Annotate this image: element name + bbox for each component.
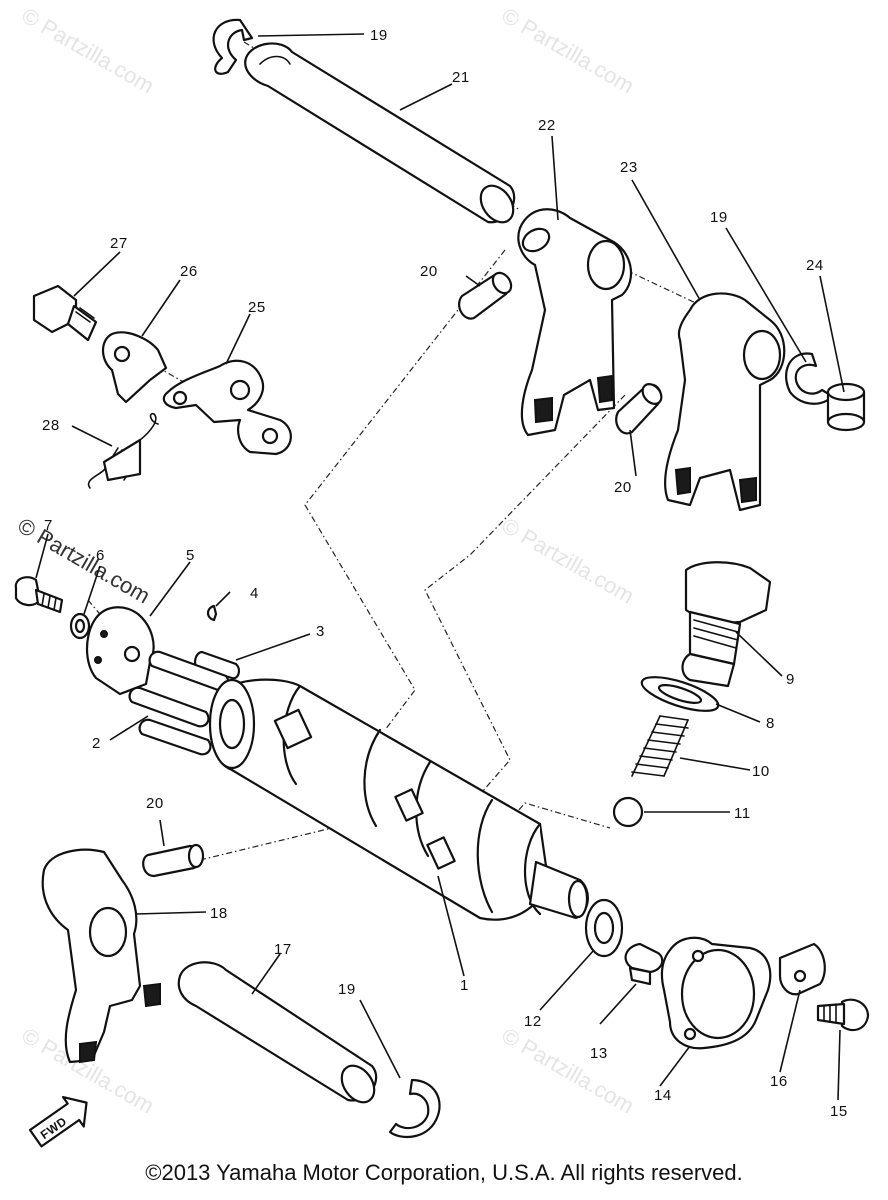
callout-7: 7 — [44, 517, 53, 534]
part-1-shift-drum — [208, 678, 589, 921]
callout-17: 17 — [274, 941, 292, 958]
part-22-shift-fork — [517, 208, 632, 437]
part-7-bolt — [14, 576, 64, 614]
callout-22: 22 — [538, 117, 556, 134]
callout-16: 16 — [770, 1073, 788, 1090]
part-27-bolt — [32, 284, 98, 342]
part-4-circlip — [206, 604, 218, 622]
part-18-shift-fork — [41, 848, 161, 1064]
part-19-circlip-top — [212, 18, 254, 75]
part-8-gasket — [640, 676, 720, 712]
part-21-shift-fork-shaft — [244, 42, 516, 224]
callout-25: 25 — [248, 299, 266, 316]
callout-5: 5 — [186, 547, 195, 564]
part-28-spring — [87, 412, 159, 489]
part-20-dowel-pin-middle — [615, 383, 663, 435]
callout-9: 9 — [786, 671, 795, 688]
part-13-shift-pin — [624, 942, 664, 986]
callout-13: 13 — [590, 1045, 608, 1062]
callout-23: 23 — [620, 159, 638, 176]
callout-20: 20 — [614, 479, 632, 496]
part-20-dowel-pin-lower — [142, 843, 205, 878]
part-2-pins — [128, 650, 230, 756]
callout-26: 26 — [180, 263, 198, 280]
callout-12: 12 — [524, 1013, 542, 1030]
callout-24: 24 — [806, 257, 824, 274]
callout-4: 4 — [250, 585, 259, 602]
callout-19: 19 — [370, 27, 388, 44]
part-20-dowel-pin-upper — [458, 271, 513, 320]
callout-27: 27 — [110, 235, 128, 252]
part-12-washer — [584, 898, 624, 958]
part-5-segment — [86, 606, 155, 696]
part-6-washer — [69, 612, 91, 640]
callout-2: 2 — [92, 735, 101, 752]
callout-19: 19 — [710, 209, 728, 226]
callout-15: 15 — [830, 1103, 848, 1120]
callout-21: 21 — [452, 69, 470, 86]
callout-8: 8 — [766, 715, 775, 732]
callout-labels: 19 21 22 23 19 24 27 26 25 20 28 20 7 6 … — [42, 27, 848, 1120]
leader-lines — [35, 33, 845, 1101]
callout-14: 14 — [654, 1087, 672, 1104]
part-24-plug — [826, 382, 866, 432]
part-23-shift-fork — [664, 292, 786, 512]
copyright-notice: ©2013 Yamaha Motor Corporation, U.S.A. A… — [145, 1160, 743, 1185]
callout-19: 19 — [338, 981, 356, 998]
part-3-pin — [193, 650, 241, 680]
watermark: © Partzilla.com — [498, 513, 639, 609]
watermark: © Partzilla.com — [18, 3, 159, 99]
callout-18: 18 — [210, 905, 228, 922]
watermark: © Partzilla.com — [498, 1023, 639, 1119]
part-19-circlip-right — [785, 352, 834, 405]
callout-11: 11 — [734, 805, 751, 822]
part-26-lock-washer-plate — [101, 331, 168, 404]
callout-3: 3 — [316, 623, 325, 640]
callout-28: 28 — [42, 417, 60, 434]
callout-6: 6 — [96, 547, 105, 564]
callout-10: 10 — [752, 763, 770, 780]
part-11-ball — [612, 796, 644, 828]
part-15-screw — [816, 998, 870, 1032]
part-19-circlip-bottom — [388, 1078, 441, 1139]
part-10-spring — [631, 715, 689, 777]
part-16-lock-plate — [778, 942, 826, 996]
part-9-plug-bolt — [681, 561, 772, 688]
callout-20: 20 — [146, 795, 164, 812]
fwd-arrow-icon: FWD — [28, 1095, 88, 1148]
watermark: © Partzilla.com — [498, 3, 639, 99]
callout-20: 20 — [420, 263, 438, 280]
part-17-shift-fork-shaft — [177, 961, 378, 1104]
part-14-stopper-cover — [660, 936, 772, 1050]
part-25-shift-arm — [162, 359, 292, 456]
callout-1: 1 — [460, 977, 469, 994]
